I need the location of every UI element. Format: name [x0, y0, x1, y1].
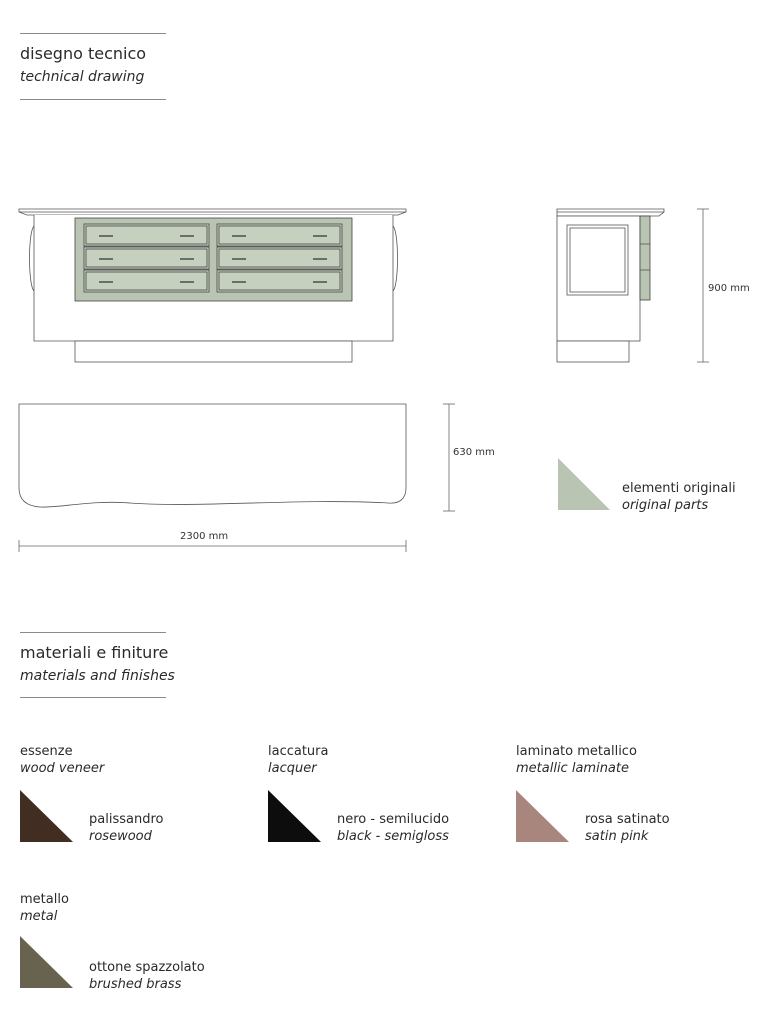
- section-title-technical-drawing-it: disegno tecnico: [20, 44, 147, 63]
- material-finish-it: ottone spazzolato: [89, 960, 205, 975]
- material-finish-it: palissandro: [89, 812, 164, 827]
- material-category-en: metallic laminate: [516, 761, 629, 776]
- dimension-height-label: 900 mm: [708, 283, 750, 294]
- material-finish-it: rosa satinato: [585, 812, 670, 827]
- swatch-rosewood: [20, 790, 73, 842]
- material-finish-en: black - semigloss: [337, 829, 449, 844]
- material-category-en: metal: [20, 909, 58, 924]
- heading-rule-bottom: [20, 99, 166, 100]
- swatch-black-semigloss: [268, 790, 321, 842]
- material-category-it: laccatura: [268, 744, 329, 759]
- material-category-it: essenze: [20, 744, 73, 759]
- material-category-en: wood veneer: [20, 761, 105, 776]
- material-category-it: laminato metallico: [516, 744, 637, 759]
- side-view: [556, 208, 665, 363]
- swatch-satin-pink: [516, 790, 569, 842]
- section-title-materials-en: materials and finishes: [20, 668, 175, 684]
- material-category-en: lacquer: [268, 761, 317, 776]
- material-finish-it: nero - semilucido: [337, 812, 450, 827]
- material-group-metallic-laminate: laminato metallico metallic laminate ros…: [516, 744, 756, 854]
- material-group-wood-veneer: essenze wood veneer palissandro rosewood: [20, 744, 240, 854]
- material-group-metal: metallo metal ottone spazzolato brushed …: [20, 892, 240, 1002]
- material-finish-en: satin pink: [585, 829, 649, 844]
- top-view: [18, 403, 407, 508]
- material-finish-en: brushed brass: [89, 977, 182, 992]
- swatch-brushed-brass: [20, 936, 73, 988]
- legend-swatch: [558, 458, 610, 510]
- materials-rule-top: [20, 632, 166, 633]
- material-group-lacquer: laccatura lacquer nero - semilucido blac…: [268, 744, 498, 854]
- front-view: [18, 208, 407, 363]
- legend-label-en: original parts: [622, 498, 709, 513]
- materials-rule-bottom: [20, 697, 166, 698]
- legend-label-it: elementi originali: [622, 481, 736, 496]
- material-category-it: metallo: [20, 892, 69, 907]
- heading-rule-top: [20, 33, 166, 34]
- section-title-technical-drawing-en: technical drawing: [20, 69, 145, 85]
- material-finish-en: rosewood: [89, 829, 152, 844]
- section-title-materials-it: materiali e finiture: [20, 643, 169, 662]
- dimension-depth-label: 630 mm: [453, 447, 495, 458]
- dimension-width-label: 2300 mm: [180, 531, 229, 542]
